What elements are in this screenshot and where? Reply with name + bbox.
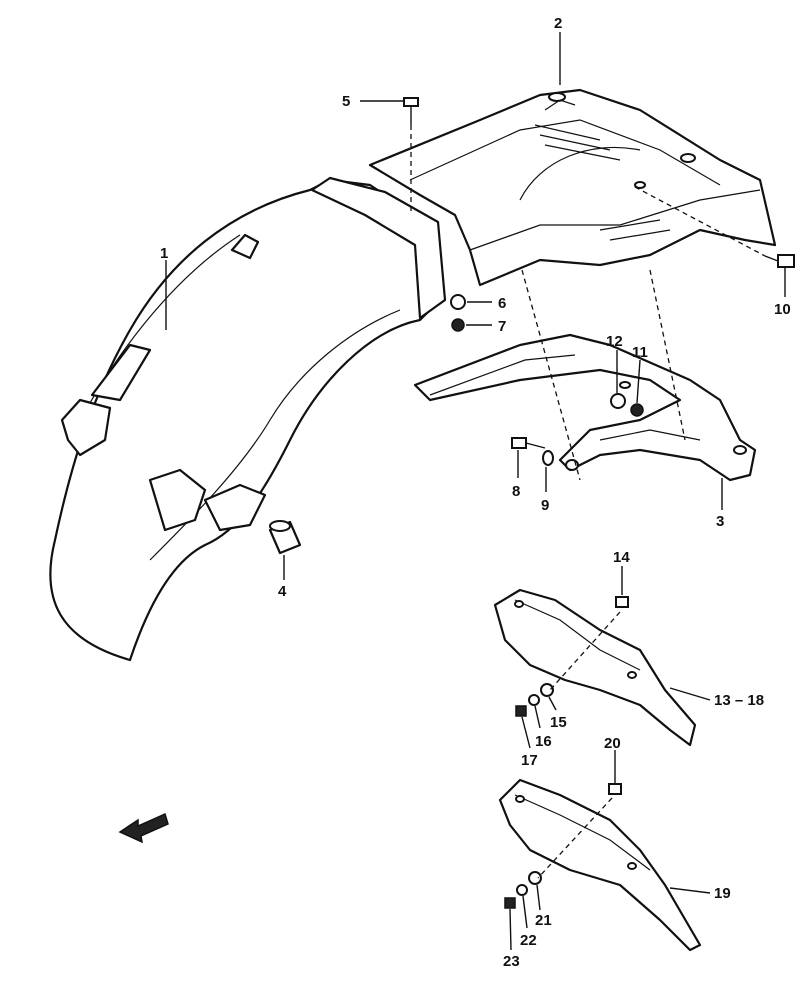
- callout-19: 19: [714, 885, 731, 902]
- washer-6-part: [450, 294, 466, 310]
- spacer-collar-part: [268, 520, 302, 555]
- rear-fender-part: [49, 176, 447, 662]
- nut-7-part: [451, 318, 465, 332]
- callout-5: 5: [342, 93, 350, 110]
- callout-22: 22: [520, 932, 537, 949]
- mounting-bracket-part: [413, 333, 757, 482]
- callout-10: 10: [774, 301, 791, 318]
- nut-11-part: [630, 403, 644, 417]
- callout-12: 12: [606, 333, 623, 350]
- callout-7: 7: [498, 318, 506, 335]
- upper-fender-housing-part: [368, 88, 777, 287]
- callout-3: 3: [716, 513, 724, 530]
- callout-21: 21: [535, 912, 552, 929]
- callout-8: 8: [512, 483, 520, 500]
- callout-13-18: 13 – 18: [714, 692, 764, 709]
- callout-2: 2: [554, 15, 562, 32]
- bolt-8-part: [511, 437, 546, 449]
- callout-9: 9: [541, 497, 549, 514]
- washer-12-part: [610, 393, 626, 409]
- callout-20: 20: [604, 735, 621, 752]
- front-direction-arrow-icon: [118, 812, 169, 844]
- bolt-5-part: [403, 97, 419, 125]
- callout-23: 23: [503, 953, 520, 970]
- callout-16: 16: [535, 733, 552, 750]
- washer-9-part: [542, 450, 554, 466]
- bolt-10-part: [764, 254, 795, 268]
- callout-11: 11: [632, 344, 648, 361]
- callout-14: 14: [613, 549, 630, 566]
- callout-17: 17: [521, 752, 538, 769]
- callout-4: 4: [278, 583, 287, 600]
- mudguard-19-part: [498, 778, 702, 952]
- callout-6: 6: [498, 295, 506, 312]
- callout-15: 15: [550, 714, 567, 731]
- callout-1: 1: [160, 245, 168, 262]
- mudguard-13-18-part: [493, 588, 697, 747]
